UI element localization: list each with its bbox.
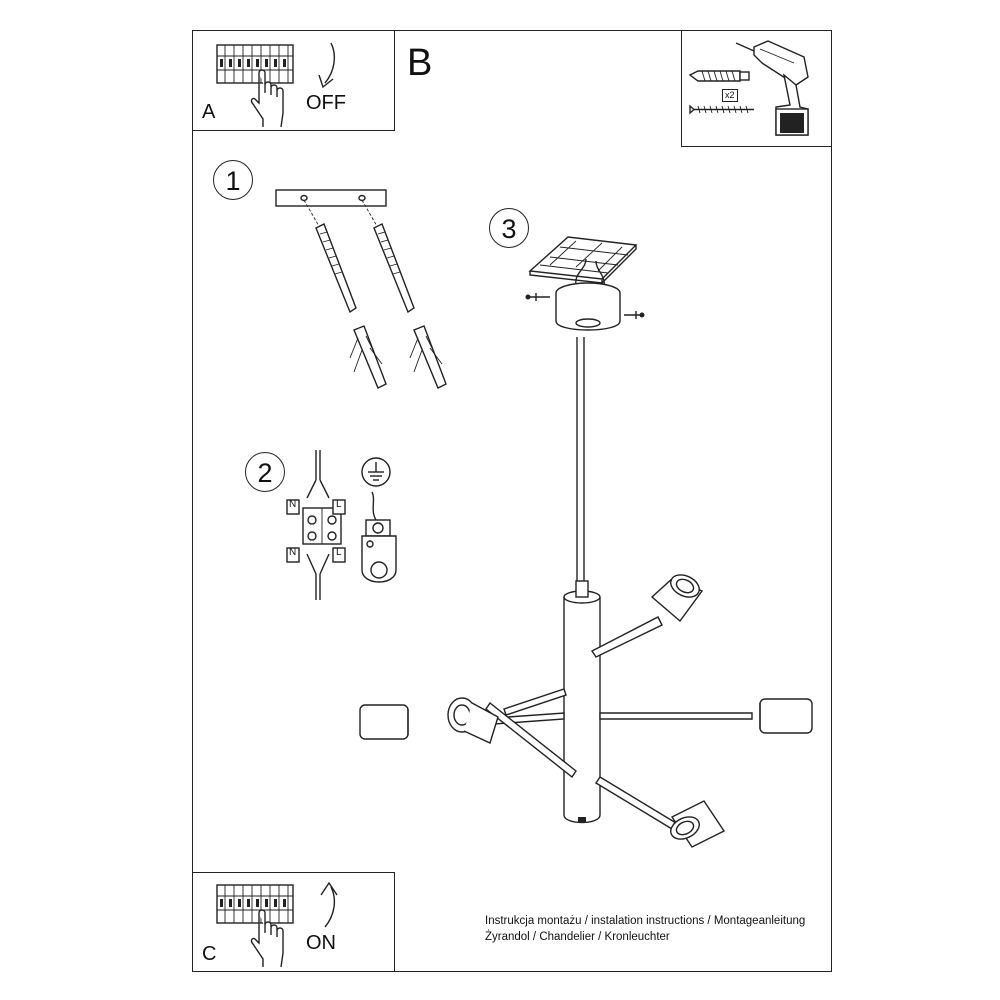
- quantity-multiplier: x2: [722, 89, 738, 102]
- panel-a-letter: A: [202, 101, 216, 123]
- panel-c-letter: C: [202, 943, 217, 965]
- drill-icon: [735, 40, 809, 136]
- neutral-label-top: N: [289, 499, 297, 510]
- terminal-block-icon: [286, 450, 346, 600]
- hand-icon: [250, 909, 284, 968]
- panel-b-letter: B: [407, 42, 433, 84]
- earth-terminal-icon: [361, 491, 397, 583]
- instructions-caption: Instrukcja montażu / instalation instruc…: [485, 913, 805, 945]
- curved-arrow-icon: [320, 881, 338, 928]
- instruction-sheet-frame: [192, 30, 832, 972]
- neutral-label-bottom: N: [289, 547, 297, 558]
- power-off-label: OFF: [306, 92, 346, 114]
- screw-icon: [689, 104, 754, 115]
- hand-icon: [250, 69, 284, 128]
- wall-plug-icon: [688, 70, 750, 82]
- tools-panel: x2: [681, 30, 832, 147]
- chandelier-drawing: [359, 236, 813, 848]
- caption-line-2: Żyrandol / Chandelier / Kronleuchter: [485, 931, 670, 943]
- curved-arrow-icon: [318, 42, 336, 89]
- panel-a-power-off: A OFF: [192, 30, 395, 131]
- switch-panel-icon: [216, 884, 294, 924]
- earth-symbol-icon: [361, 457, 391, 487]
- live-label-top: L: [336, 499, 342, 510]
- ceiling-plate-drilling-diagram: [275, 189, 447, 389]
- caption-line-1: Instrukcja montażu / instalation instruc…: [485, 915, 806, 927]
- step-2-marker: 2: [245, 452, 285, 492]
- step-3-marker: 3: [489, 208, 529, 248]
- power-on-label: ON: [306, 932, 336, 954]
- panel-c-power-on: C ON: [192, 872, 395, 972]
- step-1-marker: 1: [213, 160, 253, 200]
- live-label-bottom: L: [336, 547, 342, 558]
